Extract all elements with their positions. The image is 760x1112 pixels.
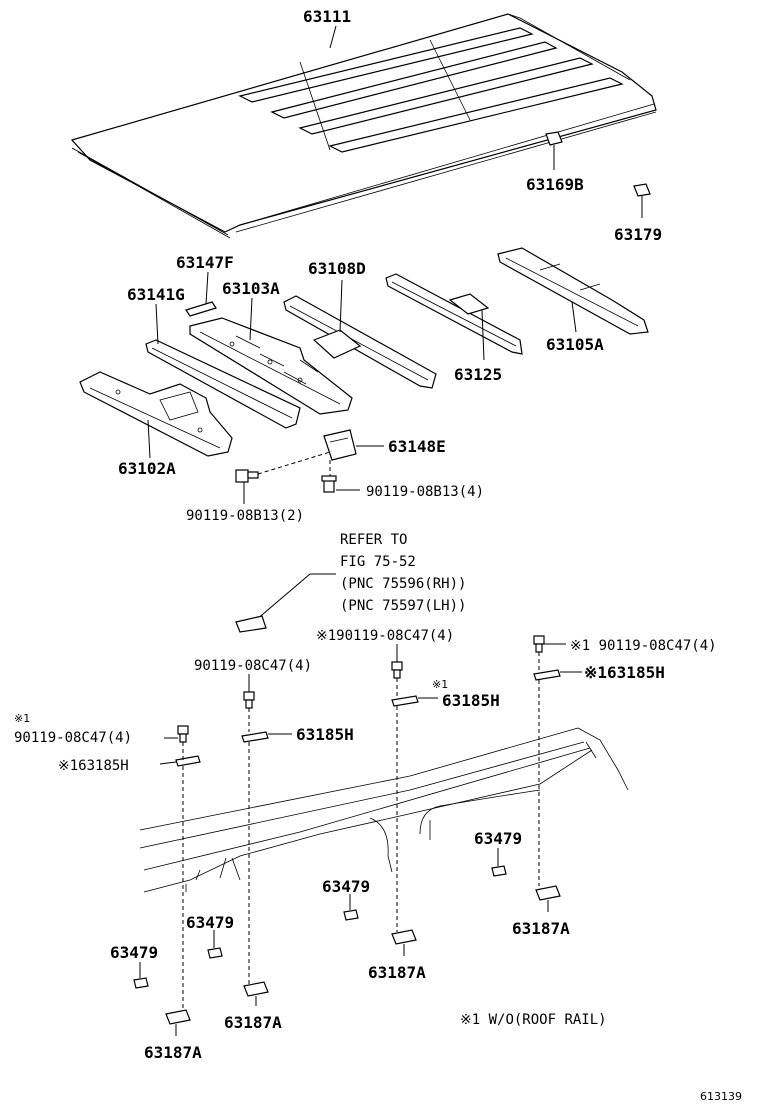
rail-63125[interactable] (385, 273, 523, 355)
clip-left[interactable] (175, 755, 201, 767)
footnote: ※1 W/O(ROOF RAIL) (460, 1012, 607, 1028)
label-pad-3: 63479 (186, 913, 234, 932)
label-screw-left: 90119-08C47(4) (14, 730, 132, 746)
pad-1[interactable] (491, 865, 507, 877)
label-pad-2: 63479 (322, 877, 370, 896)
label-clip-right: ※163185H (584, 663, 665, 682)
header-63105a[interactable] (497, 247, 649, 335)
pad-4[interactable] (133, 977, 149, 989)
screw-left[interactable] (177, 725, 189, 743)
label-63141g: 63141G (127, 285, 185, 304)
label-63148e: 63148E (388, 437, 446, 456)
label-bolt-rh: 90119-08B13(4) (366, 484, 484, 500)
header-63102a[interactable] (79, 371, 233, 457)
label-pad-4: 63479 (110, 943, 158, 962)
nut-right[interactable] (535, 885, 561, 901)
molding-part[interactable] (235, 615, 267, 633)
label-bolt-lh: 90119-08B13(2) (186, 508, 304, 524)
bolt-left[interactable] (235, 469, 259, 483)
pad-63179[interactable] (633, 183, 651, 197)
label-clip-center-mark: ※1 (432, 678, 448, 691)
roof-panel-63111[interactable] (70, 13, 657, 239)
pad-3[interactable] (207, 947, 223, 959)
label-63179: 63179 (614, 225, 662, 244)
clip-center[interactable] (391, 695, 419, 707)
label-screw-center: ※190119-08C47(4) (316, 628, 454, 644)
body-side-outline (139, 727, 629, 893)
label-clip-center: 63185H (442, 691, 500, 710)
label-63108d: 63108D (308, 259, 366, 278)
label-63105a: 63105A (546, 335, 604, 354)
label-63125: 63125 (454, 365, 502, 384)
label-screw-mid: 90119-08C47(4) (194, 658, 312, 674)
screw-center[interactable] (391, 661, 403, 679)
refer-line-3: (PNC 75596(RH)) (340, 576, 466, 592)
nut-center[interactable] (391, 929, 417, 945)
label-nut-right: 63187A (512, 919, 570, 938)
part-63147f[interactable] (185, 301, 217, 317)
label-63111: 63111 (303, 7, 351, 26)
label-pad-1: 63479 (474, 829, 522, 848)
label-63147f: 63147F (176, 253, 234, 272)
label-nut-center: 63187A (368, 963, 426, 982)
label-63103a: 63103A (222, 279, 280, 298)
bracket-63148e[interactable] (323, 429, 357, 461)
pad-2[interactable] (343, 909, 359, 921)
label-nut-left: 63187A (144, 1043, 202, 1062)
label-63102a: 63102A (118, 459, 176, 478)
rail-63141g[interactable] (145, 339, 301, 429)
screw-right[interactable] (533, 635, 545, 653)
label-note-mark-left: ※1 (14, 712, 30, 725)
rail-63108d[interactable] (283, 295, 437, 389)
bolt-right[interactable] (321, 475, 337, 493)
panel-63103a[interactable] (189, 317, 353, 415)
label-clip-mid: 63185H (296, 725, 354, 744)
clip-mid[interactable] (241, 731, 269, 743)
label-63169b: 63169B (526, 175, 584, 194)
figure-id: 613139 (700, 1090, 742, 1103)
refer-line-2: FIG 75-52 (340, 554, 416, 570)
nut-left[interactable] (165, 1009, 191, 1025)
refer-line-4: (PNC 75597(LH)) (340, 598, 466, 614)
label-screw-right: ※1 90119-08C47(4) (570, 638, 717, 654)
pad-63169b[interactable] (545, 131, 563, 146)
refer-line-1: REFER TO (340, 532, 407, 548)
nut-mid[interactable] (243, 981, 269, 997)
screw-mid[interactable] (243, 691, 255, 709)
label-nut-mid: 63187A (224, 1013, 282, 1032)
clip-right[interactable] (533, 669, 561, 681)
label-clip-left: ※163185H (58, 758, 129, 774)
